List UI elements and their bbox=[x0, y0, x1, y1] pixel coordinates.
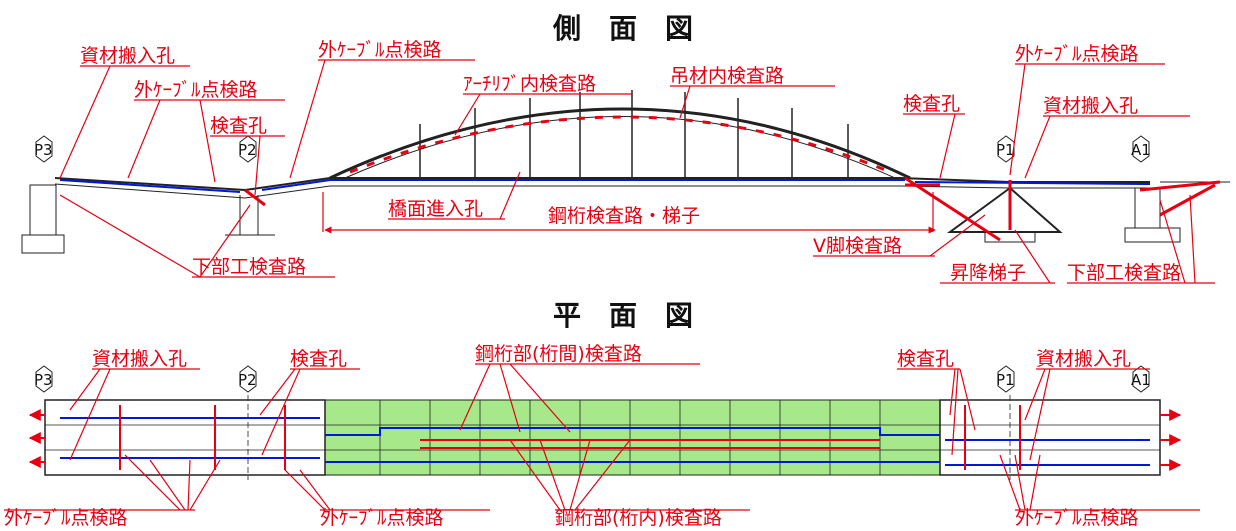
pier-p1-side: P1 bbox=[996, 141, 1015, 159]
plan-label-material-hole-left: 資材搬入孔 bbox=[92, 348, 187, 370]
label-hanger: 吊材内検査路 bbox=[670, 65, 784, 87]
label-substructure-left: 下部工検査路 bbox=[192, 256, 306, 278]
plan-label-steel-between: 鋼桁部(桁間)検査路 bbox=[475, 343, 642, 365]
side-view-title: 側 面 図 bbox=[552, 12, 693, 45]
plan-label-inspection-hole-left: 検査孔 bbox=[290, 348, 347, 370]
plan-label-material-hole-right: 資材搬入孔 bbox=[1036, 348, 1131, 370]
plan-label-ext-cable-mid: 外ｹｰﾌﾞﾙ点検路 bbox=[320, 507, 444, 529]
pier-a1-plan: A1 bbox=[1131, 371, 1151, 389]
label-inspection-hole-left: 検査孔 bbox=[210, 115, 267, 137]
label-material-hole-left: 資材搬入孔 bbox=[80, 45, 175, 67]
label-material-hole-right: 資材搬入孔 bbox=[1043, 95, 1138, 117]
side-walkways bbox=[59, 179, 1151, 193]
label-ext-cable-center: 外ｹｰﾌﾞﾙ点検路 bbox=[318, 39, 442, 61]
plan-label-steel-inside: 鋼桁部(桁内)検査路 bbox=[555, 507, 722, 529]
side-pier-markers: P3 P2 P1 A1 bbox=[34, 135, 1151, 163]
side-leader-lines bbox=[59, 59, 1215, 284]
pier-p2-side: P2 bbox=[238, 141, 257, 159]
side-annotations: 資材搬入孔 外ｹｰﾌﾞﾙ点検路 外ｹｰﾌﾞﾙ点検路 検査孔 ｱｰﾁﾘﾌﾞ内検査路… bbox=[80, 39, 1181, 284]
plan-leader-lines bbox=[4, 363, 1200, 511]
label-ext-cable-right: 外ｹｰﾌﾞﾙ点検路 bbox=[1015, 43, 1139, 65]
plan-pier-markers: P3 P2 P1 A1 bbox=[34, 365, 1151, 393]
side-inspection-paths bbox=[244, 115, 1221, 242]
label-v-leg: V脚検査路 bbox=[813, 235, 902, 257]
label-arch-rib: ｱｰﾁﾘﾌﾞ内検査路 bbox=[463, 73, 596, 95]
plan-label-ext-cable-left: 外ｹｰﾌﾞﾙ点検路 bbox=[4, 507, 128, 529]
label-steel-girder: 鋼桁検査路・梯子 bbox=[548, 205, 700, 227]
pier-p1-plan: P1 bbox=[996, 371, 1015, 389]
plan-label-ext-cable-right: 外ｹｰﾌﾞﾙ点検路 bbox=[1015, 507, 1139, 529]
label-substructure-right: 下部工検査路 bbox=[1067, 262, 1181, 284]
label-ladder: 昇降梯子 bbox=[950, 262, 1026, 284]
pier-p3-plan: P3 bbox=[34, 371, 53, 389]
pier-a1-side: A1 bbox=[1131, 141, 1151, 159]
label-inspection-hole-right: 検査孔 bbox=[903, 93, 960, 115]
pier-p2-plan: P2 bbox=[238, 371, 257, 389]
pier-p3-side: P3 bbox=[34, 141, 53, 159]
plan-deck bbox=[28, 395, 1182, 480]
plan-annotations: 資材搬入孔 検査孔 鋼桁部(桁間)検査路 検査孔 資材搬入孔 外ｹｰﾌﾞﾙ点検路… bbox=[4, 343, 1139, 529]
plan-view-title: 平 面 図 bbox=[553, 299, 693, 332]
label-ext-cable-left: 外ｹｰﾌﾞﾙ点検路 bbox=[134, 79, 258, 101]
steel-girder-zone bbox=[324, 399, 941, 476]
side-view-structure bbox=[21, 90, 1230, 254]
plan-label-inspection-hole-right: 検査孔 bbox=[897, 348, 954, 370]
label-deck-entry: 橋面進入孔 bbox=[388, 198, 483, 220]
